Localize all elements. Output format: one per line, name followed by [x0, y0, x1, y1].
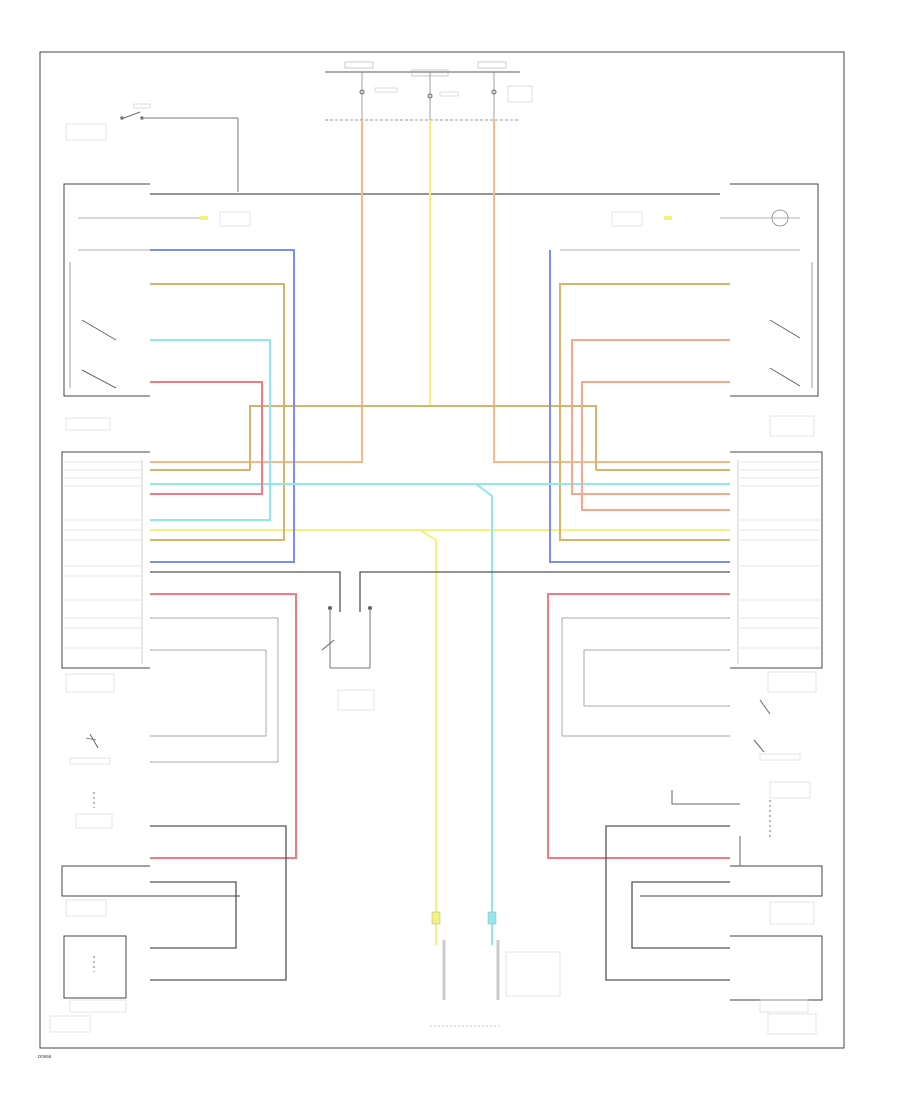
wire-yellow-down: [419, 529, 437, 945]
wire-orange-right: [493, 120, 730, 463]
wire-black-right-low: [631, 881, 730, 949]
wire-black-left-seat: [150, 825, 287, 981]
wire-gray-right-1: [561, 617, 730, 737]
center-bottom-connectors: [430, 911, 561, 1027]
wire-light-blue-left-switch: [150, 339, 271, 521]
passenger-seat-heater-module: [730, 451, 823, 693]
driver-seat-thermistor: [69, 733, 111, 765]
passenger-seat-heater-element: [671, 781, 811, 840]
fuse-block-top: [325, 61, 533, 121]
wire-red-right-heater: [547, 593, 730, 859]
passenger-seat-thermistor: [753, 699, 801, 761]
footer-code: D0656: [38, 1054, 52, 1059]
passenger-seat-back-heater: [640, 836, 823, 925]
driver-seat-heater-switch: [63, 183, 720, 431]
wire-gray-left-1: [150, 617, 279, 763]
wire-blue-left: [150, 249, 295, 563]
switch-top-left: [65, 103, 239, 192]
wire-black-left-low: [150, 881, 237, 949]
driver-seat-heater-module: [61, 451, 150, 693]
passenger-seat-cushion-heater: [730, 935, 823, 1035]
driver-seat-back-heater: [61, 865, 240, 917]
wire-black-right-seat: [605, 825, 730, 981]
driver-seat-cushion-heater: [49, 935, 127, 1033]
wire-orange-left: [150, 120, 363, 463]
wire-light-blue-down: [475, 483, 493, 945]
wire-blue-right: [549, 250, 730, 563]
wire-tan-bus: [249, 405, 597, 470]
center-ground-relay: [321, 606, 375, 711]
passenger-seat-heater-switch: [560, 183, 819, 437]
wire-black-right-ground: [359, 571, 730, 612]
wire-gray-right-2: [583, 649, 730, 707]
wire-tan-left-switch: [150, 283, 285, 541]
wire-tan-right-switch: [559, 283, 730, 541]
diagram-frame: [39, 51, 845, 1049]
wire-red-left-heater: [150, 593, 297, 859]
wire-salmon-right-1: [571, 339, 730, 495]
wire-black-left-ground: [150, 571, 341, 612]
wire-red-left-switch: [150, 381, 263, 495]
driver-seat-heater-element: [75, 792, 113, 829]
wire-salmon-right-2: [581, 381, 730, 511]
wire-gray-left-2: [150, 649, 267, 737]
